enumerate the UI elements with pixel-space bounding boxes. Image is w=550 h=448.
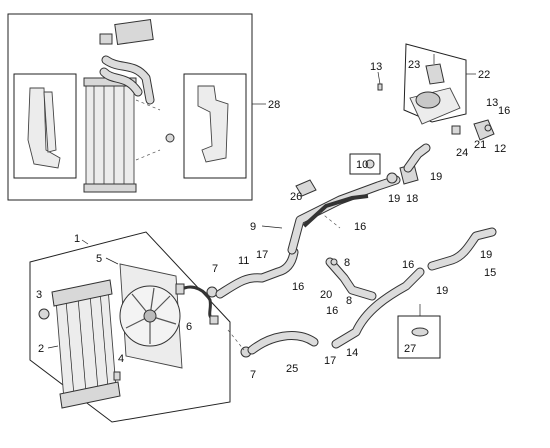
right-bracket-frame [183, 73, 247, 179]
part-27-box [397, 315, 441, 359]
callout-28: 28 [268, 99, 280, 111]
callout-8b: 8 [346, 295, 352, 307]
callout-17a: 17 [256, 249, 268, 261]
callout-7a: 7 [212, 263, 218, 275]
inset-heater-unit [99, 19, 155, 105]
clamp-8a [330, 258, 338, 266]
hose-11 [215, 247, 299, 299]
hose-15 [427, 227, 497, 271]
callout-16c: 16 [498, 105, 510, 117]
callout-10: 10 [356, 159, 368, 171]
callout-11: 11 [238, 255, 249, 267]
fan-shroud [119, 263, 183, 369]
callout-14: 14 [346, 347, 358, 359]
callout-4: 4 [118, 353, 124, 365]
hose-25 [247, 331, 319, 355]
bracket-26 [295, 179, 317, 197]
callout-6: 6 [186, 321, 192, 333]
part-10 [365, 159, 375, 169]
callout-15: 15 [484, 267, 496, 279]
callout-3: 3 [36, 289, 42, 301]
callout-25: 25 [286, 363, 298, 375]
callout-9: 9 [250, 221, 256, 233]
left-bracket-frame [13, 73, 77, 179]
callout-1: 1 [74, 233, 80, 245]
callout-13a: 13 [370, 61, 382, 73]
callout-19c: 19 [480, 249, 492, 261]
thermostat-housing [386, 143, 431, 185]
callout-16e: 16 [326, 305, 338, 317]
radiator-assembly-box [29, 231, 231, 423]
fan-wiring [175, 283, 219, 325]
part-10-frame [349, 153, 381, 175]
callout-19d: 19 [436, 285, 448, 297]
callout-22: 22 [478, 69, 490, 81]
inset-detail-box [7, 13, 253, 201]
callout-21: 21 [474, 139, 486, 151]
callout-19b: 19 [430, 171, 442, 183]
callout-12: 12 [494, 143, 506, 155]
callout-5: 5 [96, 253, 102, 265]
temperature-sensor-area [451, 119, 495, 141]
drain-plug [113, 371, 121, 381]
callout-24: 24 [456, 147, 468, 159]
hose-14 [331, 267, 425, 349]
callout-16b: 16 [354, 221, 366, 233]
callout-16a: 16 [292, 281, 304, 293]
callout-23: 23 [408, 59, 420, 71]
screw-13a [377, 83, 383, 91]
callout-27: 27 [404, 343, 416, 355]
callout-2: 2 [38, 343, 44, 355]
callout-8a: 8 [344, 257, 350, 269]
callout-20: 20 [320, 289, 332, 301]
hose-20 [325, 257, 377, 301]
callout-16d: 16 [402, 259, 414, 271]
callout-17b: 17 [324, 355, 336, 367]
callout-7b: 7 [250, 369, 256, 381]
inset-radiator [83, 77, 161, 193]
hose-clamp-7a [206, 286, 218, 298]
radiator [51, 279, 121, 409]
callout-26: 26 [290, 191, 302, 203]
expansion-tank [403, 43, 467, 125]
radiator-cap [38, 308, 50, 320]
callout-13b: 13 [486, 97, 498, 109]
pipe-assembly-9 [287, 175, 401, 255]
callout-18: 18 [406, 193, 418, 205]
callout-19a: 19 [388, 193, 400, 205]
inset-clip [165, 133, 175, 143]
